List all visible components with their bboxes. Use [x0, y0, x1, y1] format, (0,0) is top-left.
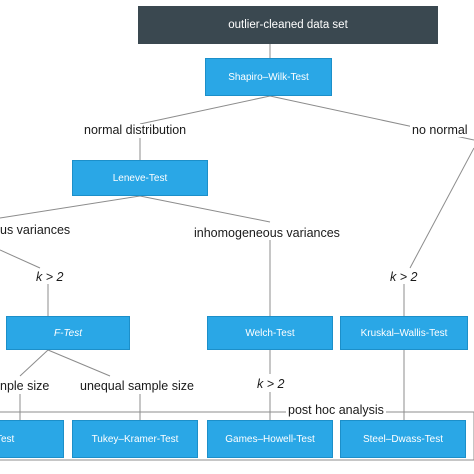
connector-shapiro-normal	[139, 95, 271, 125]
label-homogeneous-variances: us variances	[0, 223, 73, 237]
node-levene-test: Leneve-Test	[72, 160, 208, 196]
node-welch-test: Welch-Test	[207, 316, 333, 350]
node-kruskal-wallis-test: Kruskal–Wallis-Test	[340, 316, 468, 350]
connector-homog-k	[0, 249, 41, 269]
node-outlier-cleaned-data-set: outlier-cleaned data set	[138, 6, 438, 44]
label-k-greater-2-middle: k > 2	[255, 377, 287, 391]
node-steel-dwass-test: Steel–Dwass-Test	[340, 420, 466, 458]
node-tukey-kramer-test: Tukey–Kramer-Test	[72, 420, 198, 458]
label-inhomogeneous-variances: inhomogeneous variances	[192, 226, 342, 240]
label-post-hoc-analysis: post hoc analysis	[286, 403, 386, 417]
label-normal-distribution: normal distribution	[82, 123, 189, 137]
node-games-howell-test: Games–Howell-Test	[207, 420, 333, 458]
connector-nonnormal-k	[409, 147, 474, 269]
connector-levene-homogeneous	[0, 195, 141, 219]
node-f-test: F-Test	[6, 316, 130, 350]
connector-ftest-unequal	[47, 349, 111, 377]
connector-levene-inhomogeneous	[139, 195, 271, 223]
label-equal-sample-size: nple size	[0, 379, 52, 393]
node-shapiro-wilk-test: Shapiro–Wilk-Test	[205, 58, 332, 96]
node-tukey-test: y-Test	[0, 420, 64, 458]
connector-ftest-equal	[19, 349, 49, 377]
label-unequal-sample-size: unequal sample size	[78, 379, 196, 393]
label-k-greater-2-right: k > 2	[388, 270, 420, 284]
label-k-greater-2-left: k > 2	[34, 270, 66, 284]
label-no-normal: no normal	[410, 123, 470, 137]
